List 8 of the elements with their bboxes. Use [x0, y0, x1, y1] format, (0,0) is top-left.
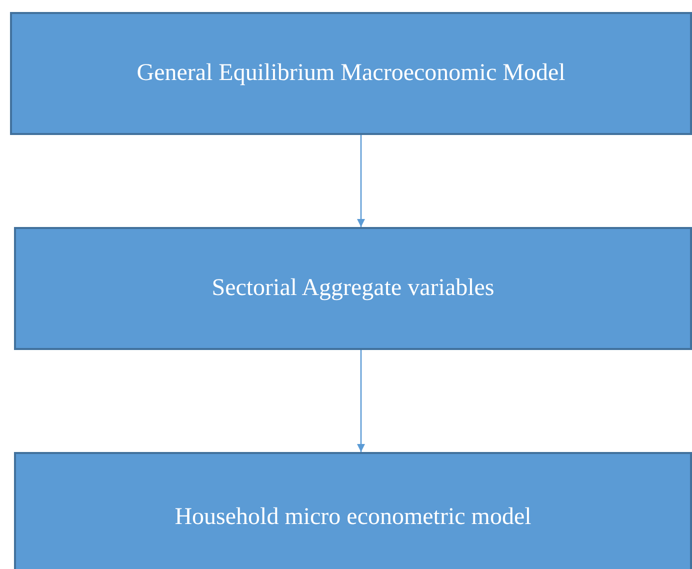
- process-box: [10, 12, 692, 135]
- box-label: Sectorial Aggregate variables: [212, 275, 494, 302]
- box-label: General Equilibrium Macroeconomic Model: [136, 60, 566, 87]
- arrow: [357, 135, 365, 227]
- arrow: [357, 350, 365, 452]
- box-label: Household micro econometric model: [174, 504, 532, 530]
- process-box: [14, 452, 692, 569]
- process-box: [14, 227, 692, 350]
